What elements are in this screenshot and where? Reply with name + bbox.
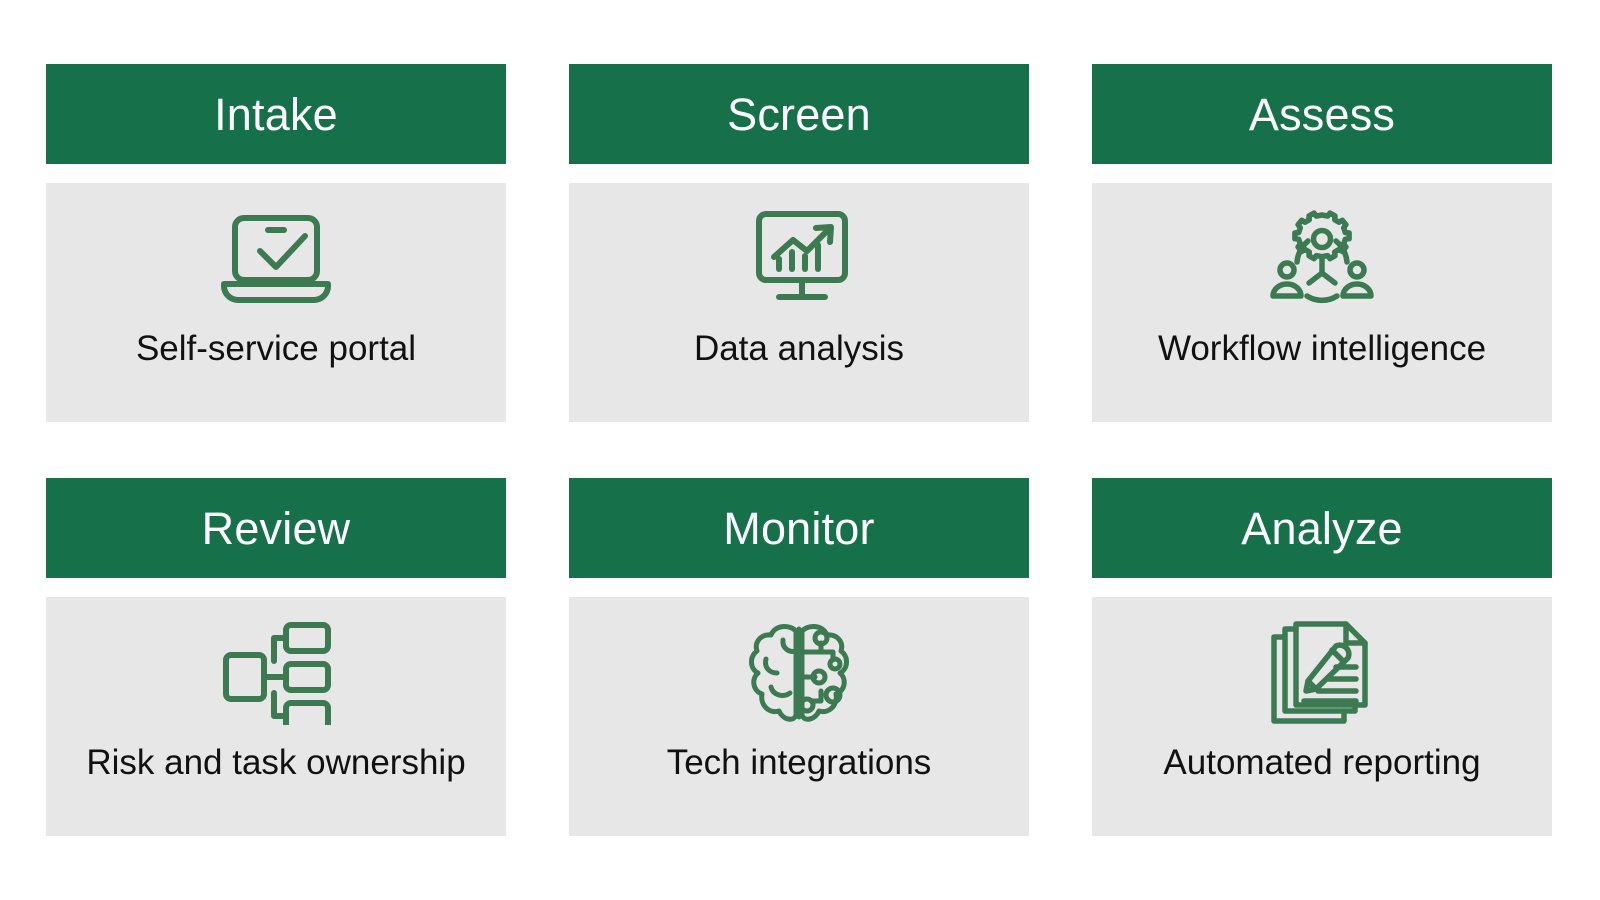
stage-card-monitor[interactable]: Monitor [569, 478, 1029, 836]
stage-header-monitor: Monitor [569, 478, 1029, 578]
stage-body-intake: Self-service portal [46, 183, 506, 422]
stage-caption: Workflow intelligence [1157, 329, 1487, 368]
stage-body-monitor: Tech integrations [569, 597, 1029, 836]
ai-brain-circuit-icon [739, 621, 859, 725]
stage-card-review[interactable]: Review Risk and task ownership [46, 478, 506, 836]
stage-card-intake[interactable]: Intake Self-service portal [46, 64, 506, 422]
stage-body-analyze: Automated reporting [1092, 597, 1552, 836]
stage-card-grid: Intake Self-service portal Screen [46, 64, 1553, 836]
stage-header-analyze: Analyze [1092, 478, 1552, 578]
stage-card-screen[interactable]: Screen Data analysis [569, 64, 1029, 422]
gear-people-network-icon [1262, 207, 1382, 311]
stage-header-intake: Intake [46, 64, 506, 164]
monitor-chart-icon [739, 207, 859, 311]
documents-pencil-icon [1262, 621, 1382, 725]
stage-card-assess[interactable]: Assess [1092, 64, 1552, 422]
stage-caption: Tech integrations [666, 743, 932, 782]
stage-title: Assess [1248, 88, 1396, 140]
stage-title: Review [201, 502, 351, 554]
stage-title: Monitor [723, 502, 875, 554]
stage-header-review: Review [46, 478, 506, 578]
stage-title: Analyze [1241, 502, 1403, 554]
stage-header-assess: Assess [1092, 64, 1552, 164]
stage-caption: Automated reporting [1163, 743, 1481, 782]
stage-card-analyze[interactable]: Analyze [1092, 478, 1552, 836]
stage-body-assess: Workflow intelligence [1092, 183, 1552, 422]
stage-header-screen: Screen [569, 64, 1029, 164]
stage-caption: Self-service portal [135, 329, 417, 368]
stage-title: Intake [214, 88, 338, 140]
stage-title: Screen [727, 88, 871, 140]
stage-caption: Risk and task ownership [86, 743, 466, 782]
stage-caption: Data analysis [693, 329, 905, 368]
hierarchy-boxes-icon [216, 621, 336, 725]
stage-body-review: Risk and task ownership [46, 597, 506, 836]
stage-body-screen: Data analysis [569, 183, 1029, 422]
laptop-check-icon [216, 207, 336, 311]
